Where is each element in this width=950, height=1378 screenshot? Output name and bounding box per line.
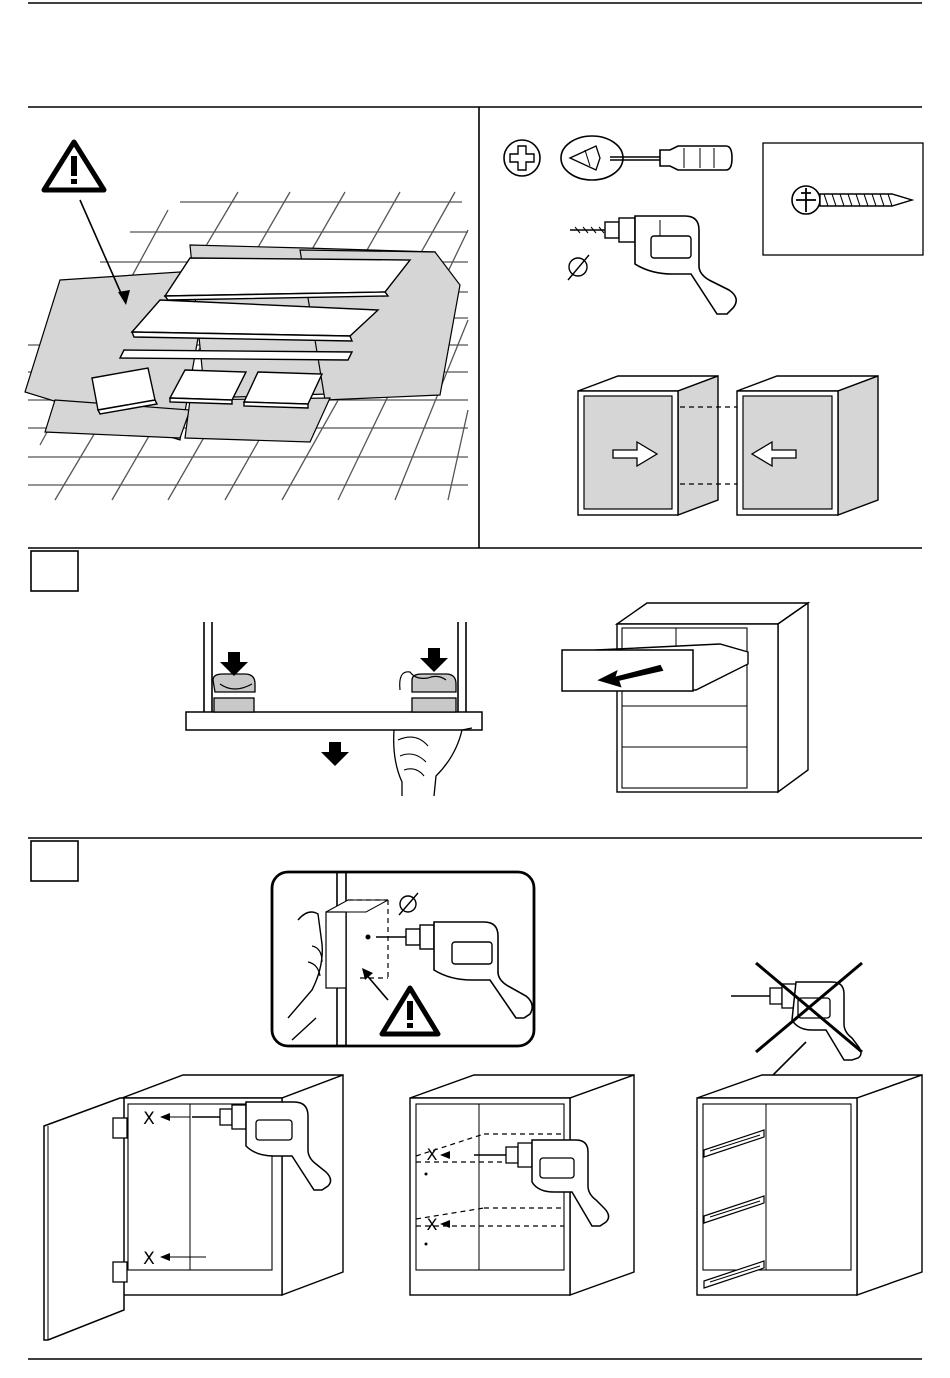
step-2: X X X X — [31, 841, 922, 1340]
screwdriver-icon — [561, 136, 732, 180]
hinge-drilling-cabinet: X X — [44, 1075, 343, 1340]
warning-triangle-icon — [44, 142, 104, 190]
shelf-clip-illustration — [186, 622, 482, 796]
shelf-mark: X — [427, 1145, 438, 1164]
step-number-box — [31, 551, 78, 591]
shelf-drilling-cabinet: X X — [410, 1075, 634, 1295]
step-1 — [31, 551, 808, 796]
hinge-mark: X — [143, 1109, 155, 1129]
diameter-symbol-icon — [568, 255, 589, 280]
drawer-runner-cabinet — [697, 1075, 922, 1295]
electric-drill-icon — [570, 216, 736, 314]
cabinet-right — [737, 376, 878, 515]
hinge-mark: X — [143, 1249, 155, 1269]
tools-panel — [504, 136, 923, 515]
drilling-detail — [272, 872, 534, 1046]
cabinet-left — [578, 376, 718, 515]
crossed-out-drill-icon — [731, 963, 862, 1060]
step-number-box — [31, 841, 78, 881]
unpacking-illustration — [25, 142, 468, 500]
screw-box — [763, 143, 923, 255]
phillips-head-icon — [504, 140, 540, 176]
drawer-removal-illustration — [562, 603, 808, 792]
shelf-mark: X — [427, 1215, 438, 1234]
